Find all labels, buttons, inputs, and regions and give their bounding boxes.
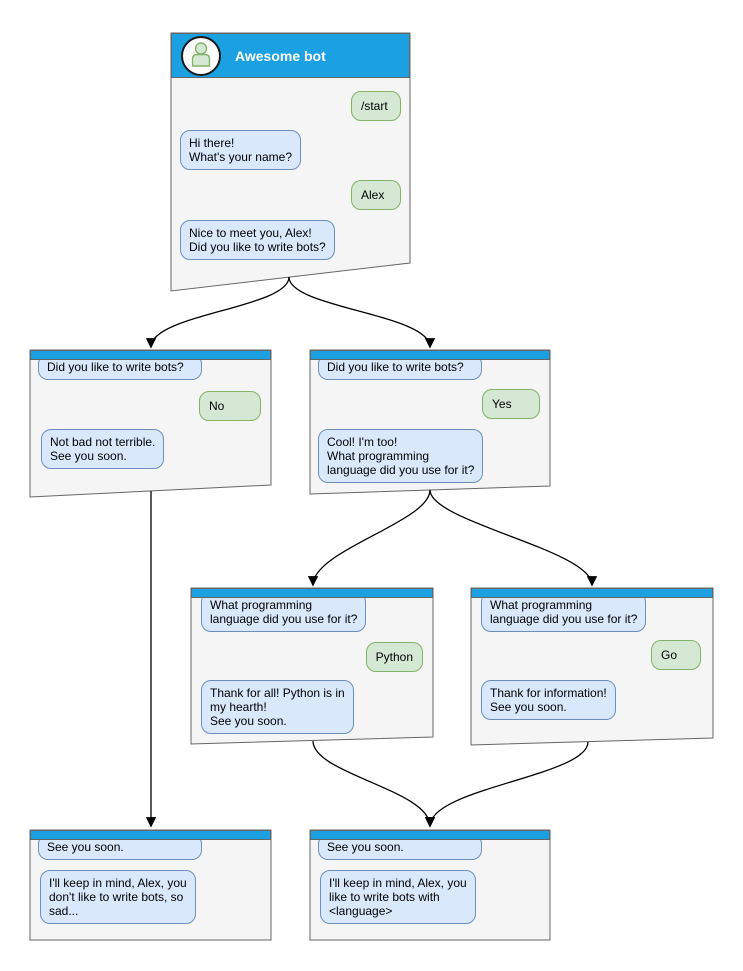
user-bubble: /start <box>351 91 401 121</box>
person-icon <box>181 35 221 76</box>
arrow-yes-to-go <box>429 489 598 587</box>
chat-window-end-no: See you soon. I'll keep in mind, Alex, y… <box>30 830 271 940</box>
chat-window-titlebar <box>310 830 550 840</box>
arrow-main-to-branch-yes <box>288 276 436 349</box>
user-bubble: Python <box>365 642 423 672</box>
chat-window-branch-python: What programming language did you use fo… <box>191 588 433 744</box>
chat-window-branch-yes: Did you like to write bots? Yes Cool! I'… <box>310 350 550 494</box>
user-bubble: Alex <box>351 180 401 210</box>
arrow-yes-to-python <box>307 489 431 587</box>
bot-bubble: What programming language did you use fo… <box>481 592 647 632</box>
chat-window-main: Awesome bot /start Hi there! What's your… <box>171 33 410 291</box>
user-bubble: Yes <box>482 389 540 419</box>
arrow-python-to-end-yes <box>312 740 436 828</box>
chat-window-titlebar <box>30 830 271 840</box>
bot-bubble: Thank for information! See you soon. <box>481 680 616 720</box>
bot-bubble: Cool! I'm too! What programming language… <box>318 429 484 483</box>
chat-window-titlebar <box>191 588 433 598</box>
arrow-main-to-branch-no <box>145 276 290 349</box>
chat-window-end-yes: See you soon. I'll keep in mind, Alex, y… <box>310 830 550 940</box>
bot-bubble: I'll keep in mind, Alex, you don't like … <box>40 870 196 924</box>
chat-window-main-header: Awesome bot <box>171 33 410 78</box>
bot-bubble: Hi there! What's your name? <box>180 130 302 170</box>
bot-bubble: What programming language did you use fo… <box>201 592 367 632</box>
chat-window-branch-no: Did you like to write bots? No Not bad n… <box>30 350 271 497</box>
chat-window-titlebar <box>310 350 550 360</box>
bot-bubble: Nice to meet you, Alex! Did you like to … <box>180 220 335 260</box>
arrow-go-to-end-yes <box>424 741 589 828</box>
chat-window-branch-go: What programming language did you use fo… <box>471 588 713 745</box>
bot-title: Awesome bot <box>235 47 326 64</box>
bot-bubble: I'll keep in mind, Alex, you like to wri… <box>320 870 476 924</box>
user-bubble: No <box>199 391 261 421</box>
user-bubble: Go <box>651 640 701 670</box>
bot-bubble: Not bad not terrible. See you soon. <box>41 429 165 469</box>
chat-window-titlebar <box>471 588 713 598</box>
bot-bubble: Thank for all! Python is in my hearth! S… <box>201 680 354 734</box>
chat-window-titlebar <box>30 350 271 360</box>
